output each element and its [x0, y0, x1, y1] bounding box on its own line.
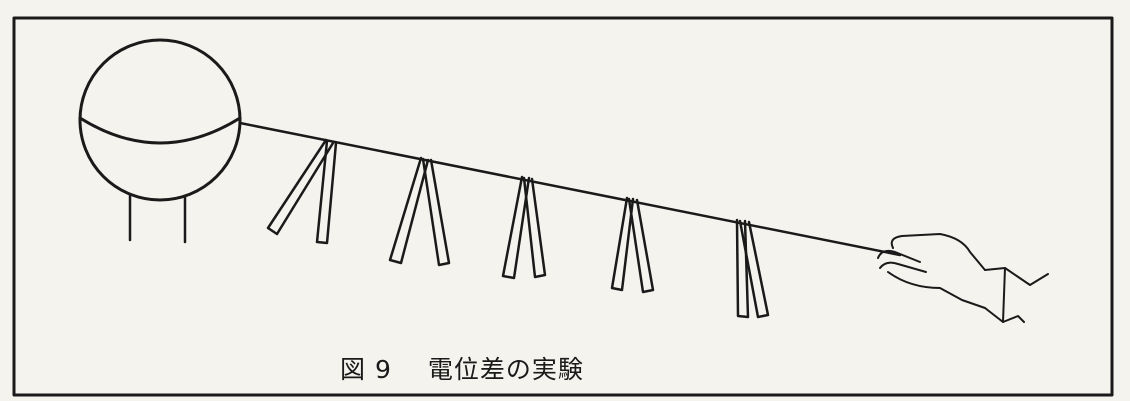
strip-pair-1	[266, 138, 338, 245]
figure-title: 電位差の実験	[427, 355, 584, 384]
figure-border	[12, 16, 1114, 397]
hand-icon	[877, 233, 1049, 323]
strip-pair-5	[735, 218, 770, 319]
figure-number: 図 9	[340, 355, 392, 384]
strip-pair-2	[388, 156, 451, 267]
strip-pair-4	[610, 196, 655, 294]
figure-caption: 図 9 電位差の実験	[340, 350, 584, 386]
conductor-sphere	[78, 38, 242, 244]
conducting-wire	[238, 121, 902, 257]
strip-pair-3	[501, 175, 547, 280]
